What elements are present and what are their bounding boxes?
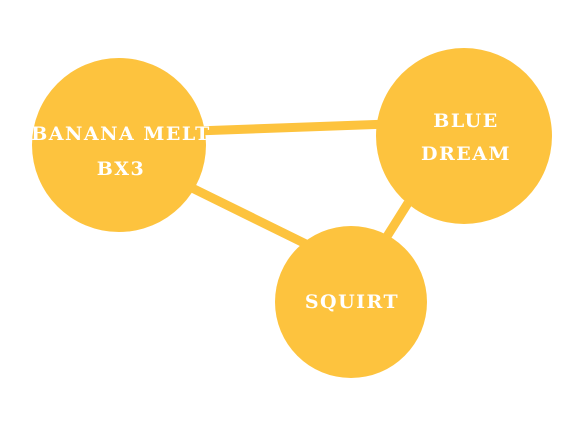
node-label-blue-dream-line-2: DREAM [421, 143, 511, 165]
node-circle-squirt [275, 226, 427, 378]
edges-layer [186, 119, 412, 251]
node-circle-blue-dream [376, 48, 552, 224]
edge-banana-melt-bx3-squirt [186, 181, 312, 251]
node-circle-banana-melt-bx3 [32, 58, 206, 232]
node-banana-melt-bx3[interactable]: BANANA MELT BX3 [31, 58, 211, 232]
edge-blue-dream-squirt [382, 200, 412, 241]
node-label-squirt: SQUIRT [305, 291, 399, 313]
nodes-layer: BANANA MELT BX3 BLUE DREAM SQUIRT [31, 48, 552, 378]
edge-banana-melt-bx3-blue-dream [195, 119, 389, 136]
node-squirt[interactable]: SQUIRT [275, 226, 427, 378]
node-blue-dream[interactable]: BLUE DREAM [376, 48, 552, 224]
node-label-banana-melt-bx3-line-1: BANANA MELT [31, 123, 211, 145]
node-label-banana-melt-bx3-line-2: BX3 [97, 158, 146, 180]
node-label-blue-dream-line-1: BLUE [433, 110, 498, 132]
